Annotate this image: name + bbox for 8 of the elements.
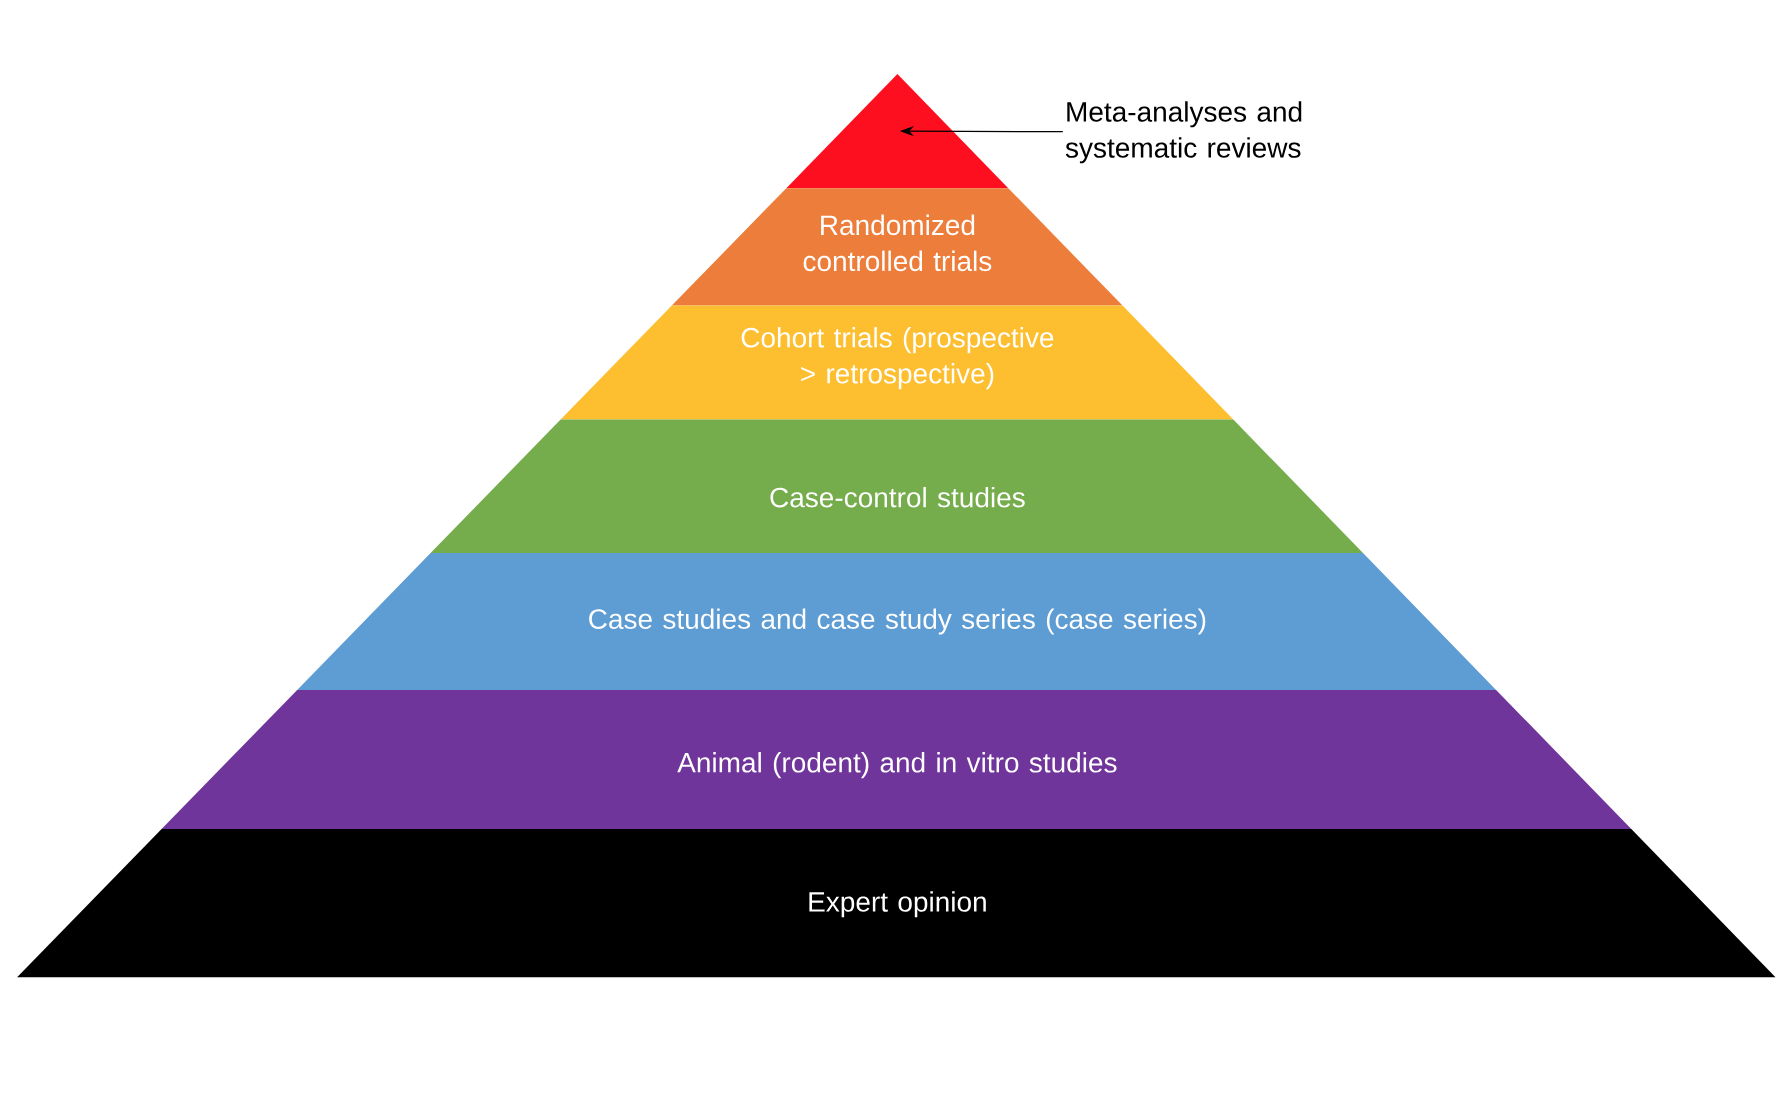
pyramid-tier: Case-control studies: [430, 419, 1363, 553]
pyramid-tier: Randomized controlled trials: [671, 188, 1123, 306]
pyramid-tier: Animal (rodent) and in vitro studies: [161, 689, 1632, 829]
callout-text: Meta-analyses and systematic reviews: [1065, 101, 1302, 164]
pyramid-tier: Cohort trials (prospective > retrospective): [560, 305, 1234, 420]
pyramid-tier: Expert opinion: [17, 829, 1776, 978]
pyramid-tier: Case studies and case study series (case series): [297, 553, 1497, 690]
pyramid-tier: [786, 74, 1009, 189]
